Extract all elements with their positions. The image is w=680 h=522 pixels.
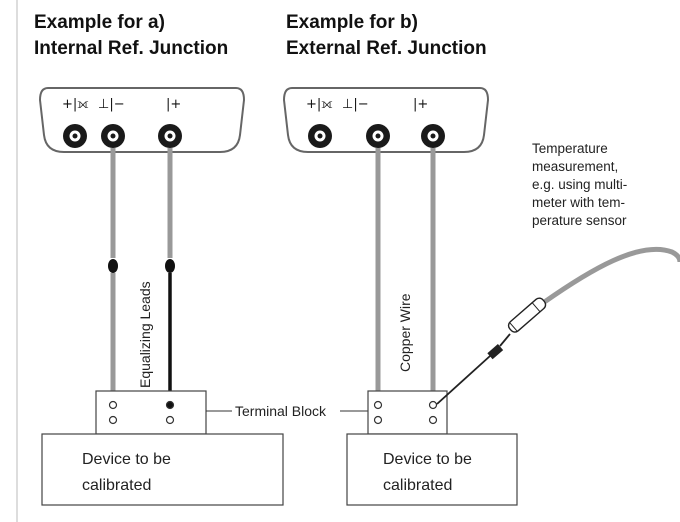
panel-b-terminal-hole	[373, 415, 383, 425]
panel-a-device-box	[41, 433, 284, 506]
temperature-probe-tip-body	[487, 344, 504, 360]
panel-b-device-box	[346, 433, 518, 506]
temperature-sensor-cable	[541, 246, 680, 306]
panel-b-socket-middle	[366, 124, 390, 148]
panel-b-terminal-block	[367, 390, 448, 435]
panel-a-device-label-line2: calibrated	[82, 477, 151, 494]
panel-a: Example for a) Internal Ref. Junction +|…	[34, 12, 284, 506]
terminal-block-label: Terminal Block	[235, 403, 327, 419]
panel-a-title-line2: Internal Ref. Junction	[34, 38, 228, 59]
panel-b-socket-left	[308, 124, 332, 148]
panel-b-terminal-hole	[428, 415, 438, 425]
panel-b-title-line1: Example for b)	[286, 12, 418, 33]
panel-a-socket-middle	[101, 124, 125, 148]
panel-a-wire-label: Equalizing Leads	[137, 281, 153, 388]
panel-a-terminal-hole	[108, 415, 118, 425]
panel-b-socket-symbol-plus: |+	[413, 97, 428, 112]
panel-b-socket-symbol-ground: ⊥|−	[342, 97, 369, 112]
temperature-note-line: perature sensor	[532, 213, 627, 228]
panel-a-terminal-block	[95, 390, 207, 435]
panel-a-socket-right	[158, 124, 182, 148]
temperature-note-line: meter with tem-	[532, 195, 625, 210]
panel-a-socket-left	[63, 124, 87, 148]
temperature-sensor	[436, 246, 680, 405]
panel-b-title-line2: External Ref. Junction	[286, 38, 487, 59]
temperature-probe-handle	[507, 297, 547, 333]
panel-a-title-line1: Example for a)	[34, 12, 165, 33]
panel-a-device-label-line1: Device to be	[82, 451, 171, 468]
panel-b-socket-symbol-plus-probe: +|⟗	[306, 97, 333, 112]
panel-a-connector-left	[108, 259, 118, 273]
temperature-probe-needle	[436, 355, 491, 405]
panel-b-device-label-line2: calibrated	[383, 477, 452, 494]
temperature-probe-shaft	[499, 333, 511, 347]
temperature-note-line: measurement,	[532, 159, 618, 174]
panel-b: Example for b) External Ref. Junction +|…	[282, 12, 518, 506]
panel-b-device-label-line1: Device to be	[383, 451, 472, 468]
temperature-note-line: e.g. using multi-	[532, 177, 627, 192]
panel-b-wire-label: Copper Wire	[397, 293, 413, 372]
panel-a-terminal-hole	[165, 400, 175, 410]
panel-b-socket-right	[421, 124, 445, 148]
panel-b-terminal-hole	[428, 400, 438, 410]
temperature-note: Temperature measurement, e.g. using mult…	[532, 141, 627, 228]
panel-a-calibrator-housing	[38, 87, 246, 153]
panel-a-socket-symbol-plus: |+	[166, 97, 181, 112]
panel-a-terminal-hole	[108, 400, 118, 410]
panel-a-terminal-hole	[165, 415, 175, 425]
temperature-note-line: Temperature	[532, 141, 608, 156]
panel-a-socket-symbol-plus-probe: +|⟗	[62, 97, 89, 112]
panel-a-socket-symbol-ground: ⊥|−	[98, 97, 125, 112]
panel-a-connector-right	[165, 259, 175, 273]
panel-b-terminal-hole	[373, 400, 383, 410]
